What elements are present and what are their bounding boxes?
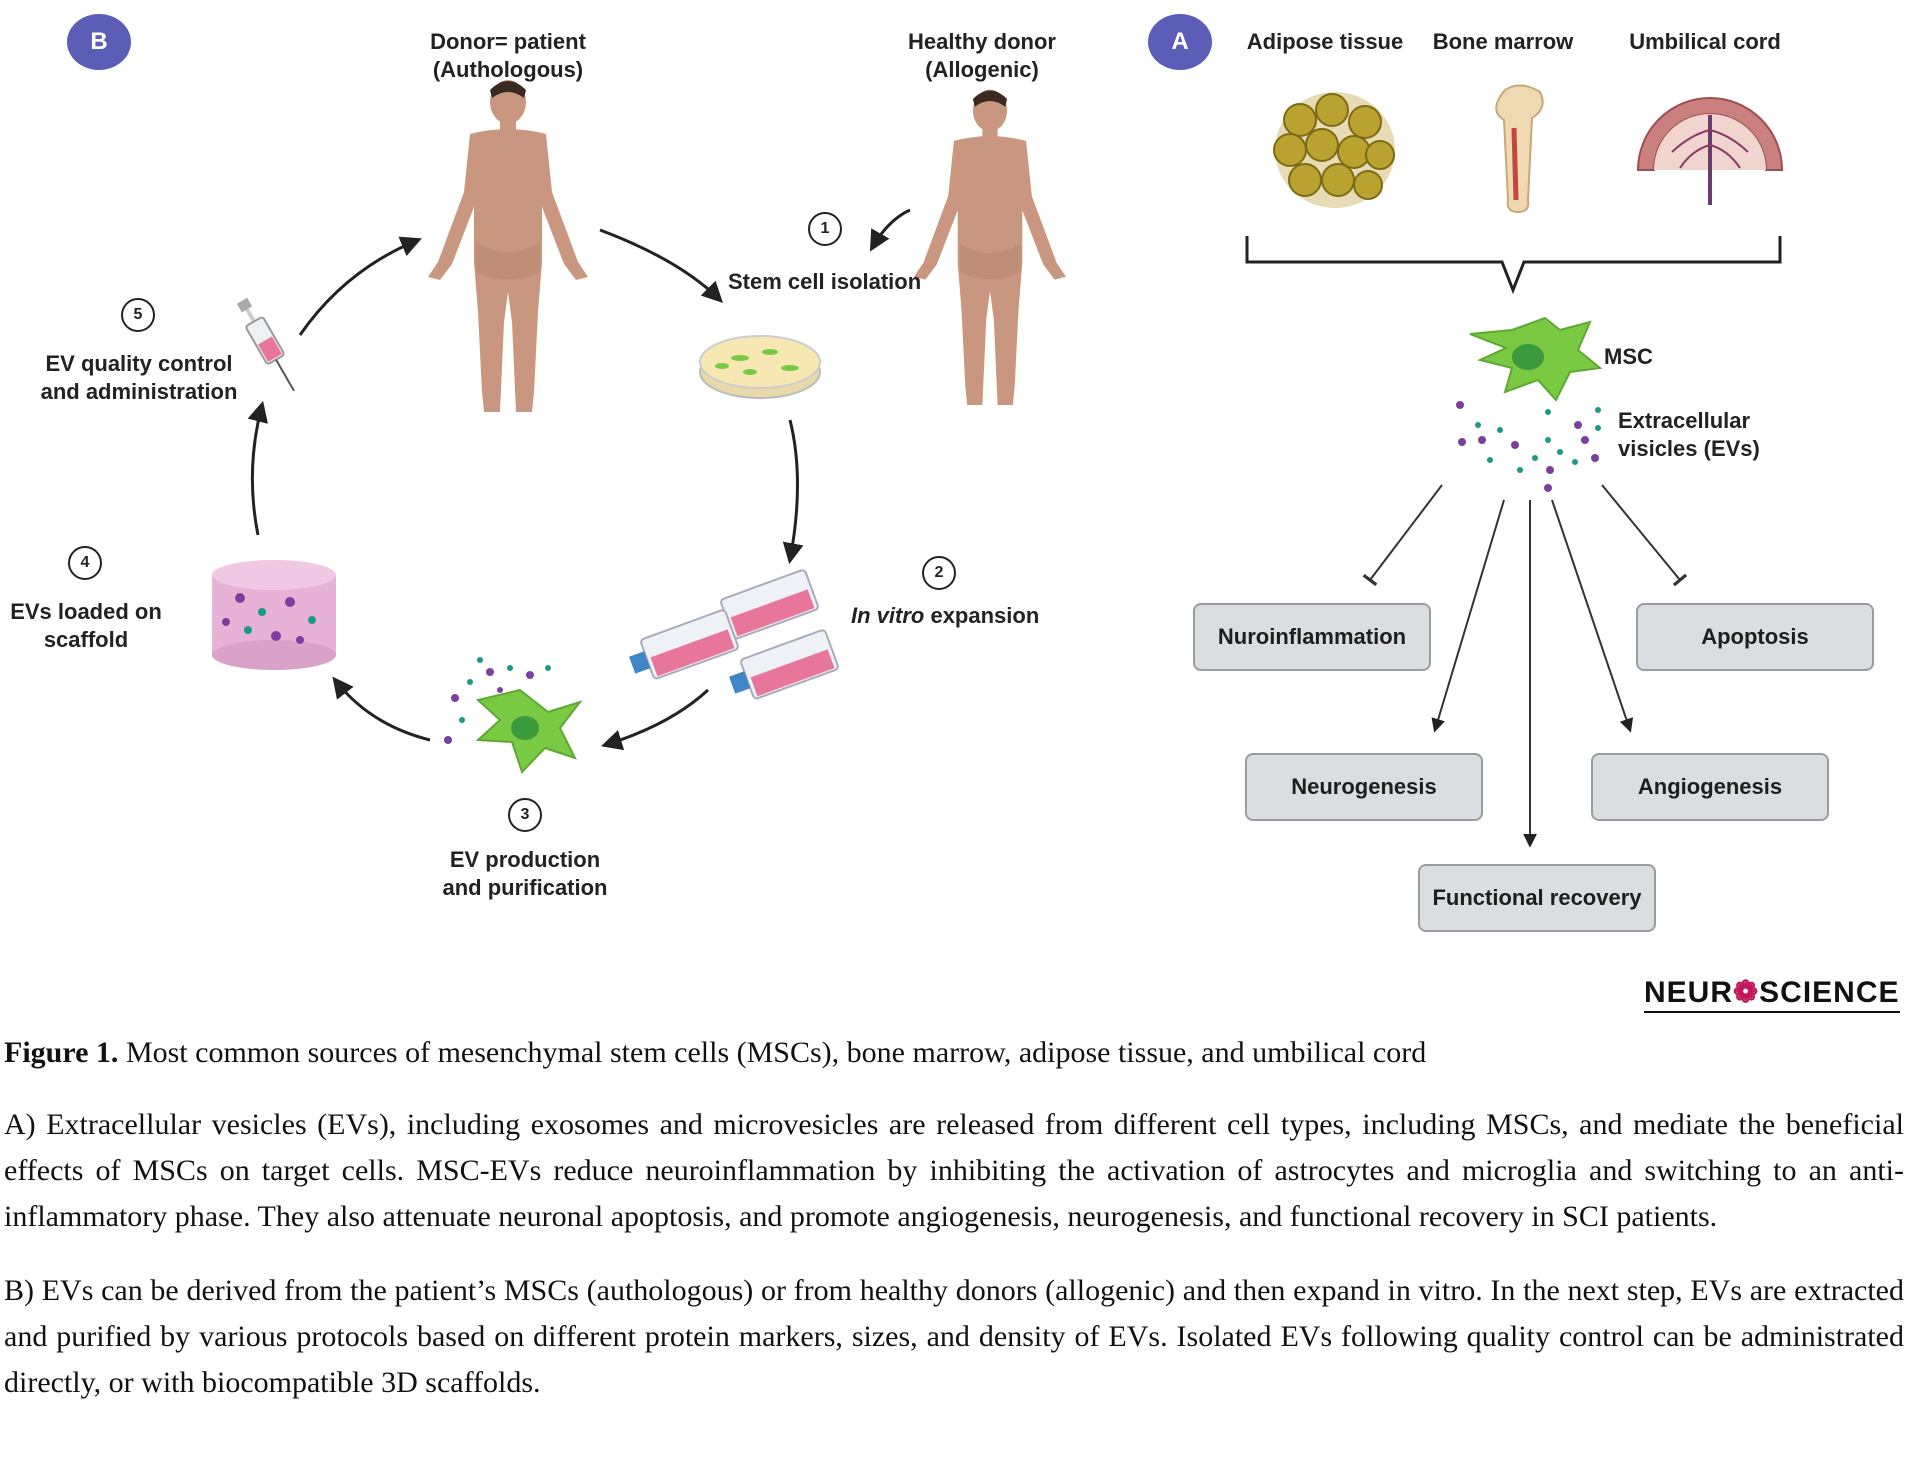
- source-umbilical-cord-label: Umbilical cord: [1629, 29, 1781, 54]
- step-1-label: Stem cell isolation: [728, 269, 922, 294]
- step-2-label: In vitro expansion: [851, 603, 1040, 628]
- effect-angiogenesis: Angiogenesis: [1591, 753, 1829, 821]
- patient-figure: [428, 80, 588, 412]
- ev-producing-msc-icon: [444, 657, 583, 774]
- syringe-icon: [236, 297, 295, 392]
- arrow-isolation-to-expansion: [782, 419, 804, 565]
- arrow-qc-to-patient: [298, 236, 422, 336]
- arrow-angiogenesis: [1551, 499, 1634, 733]
- healthy-donor-figure: [914, 89, 1066, 405]
- figure-caption: Figure 1. Most common sources of mesench…: [4, 1030, 1904, 1434]
- source-bone-marrow-label: Bone marrow: [1432, 29, 1574, 54]
- scaffold-icon: [212, 560, 336, 670]
- petri-dish-icon: [699, 335, 821, 399]
- bone-marrow-icon: [1495, 84, 1544, 214]
- inhibit-line-neuroinflammation: [1362, 484, 1443, 587]
- msc-icon: [1469, 316, 1603, 402]
- effect-apoptosis: Apoptosis: [1636, 603, 1874, 671]
- msc-label: MSC: [1604, 344, 1653, 369]
- umbilical-cord-icon: [1636, 97, 1784, 205]
- sources-bracket: [1245, 236, 1782, 295]
- caption-paragraph-b: B) EVs can be derived from the patient’s…: [4, 1274, 1904, 1399]
- adipose-tissue-icon: [1273, 92, 1395, 208]
- donor-patient-label: Donor= patient(Authologous): [430, 29, 586, 82]
- caption-title: Figure 1. Most common sources of mesench…: [4, 1036, 1427, 1069]
- step-4-marker: 4: [68, 546, 102, 580]
- diagram-graphics: [212, 80, 1784, 848]
- inhibit-line-apoptosis: [1601, 484, 1688, 587]
- arrow-scaffold-to-qc: [247, 400, 268, 536]
- step-5-marker: 5: [121, 298, 155, 332]
- arrow-neurogenesis: [1431, 499, 1505, 733]
- healthy-donor-label: Healthy donor(Allogenic): [908, 29, 1056, 82]
- source-adipose-label: Adipose tissue: [1246, 29, 1404, 54]
- arrow-donor-to-isolation: [869, 208, 911, 252]
- step-1-marker: 1: [808, 212, 842, 246]
- panel-a-badge: A: [1148, 14, 1212, 70]
- logo-brain-icon: ❁: [1733, 976, 1760, 1009]
- caption-paragraph-a: A) Extracellular vesicles (EVs), includi…: [4, 1108, 1904, 1233]
- figure-diagram: B A Donor= patient(Authologous) Healthy …: [10, 14, 1874, 932]
- effect-functional-recovery: Functional recovery: [1418, 864, 1656, 932]
- step-3-marker: 3: [508, 798, 542, 832]
- arrow-production-to-scaffold: [332, 676, 431, 742]
- arrow-expansion-to-production: [600, 688, 710, 751]
- effect-neurogenesis: Neurogenesis: [1245, 753, 1483, 821]
- neuroscience-logo: NEUR❁SCIENCE: [1644, 975, 1900, 1013]
- arrow-patient-to-isolation: [599, 228, 723, 303]
- culture-flasks-icon: [629, 569, 839, 700]
- effect-neuroinflammation: Nuroinflammation: [1193, 603, 1431, 671]
- panel-b-badge: B: [67, 14, 131, 70]
- step-2-marker: 2: [922, 556, 956, 590]
- ev-dots: [1456, 401, 1601, 492]
